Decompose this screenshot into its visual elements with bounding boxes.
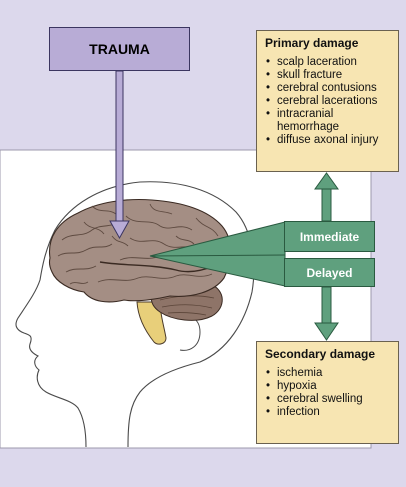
cerebrum (48, 199, 232, 303)
list-item: cerebral swelling (265, 393, 390, 406)
list-item: intracranial hemorrhage (265, 108, 390, 134)
list-item: ischemia (265, 367, 390, 380)
primary-damage-list: scalp laceration skull fracture cerebral… (265, 56, 390, 147)
immediate-label: Immediate (299, 229, 360, 244)
delayed-tag: Delayed (284, 258, 375, 287)
secondary-damage-title: Secondary damage (265, 347, 376, 361)
fan-divider (149, 254, 286, 257)
delayed-label: Delayed (306, 265, 353, 280)
lateral-sulcus (99, 261, 215, 273)
arrow-to-secondary (314, 286, 339, 341)
brainstem (136, 301, 167, 345)
list-item: diffuse axonal injury (265, 134, 390, 147)
primary-damage-title: Primary damage (265, 36, 359, 50)
secondary-damage-list: ischemia hypoxia cerebral swelling infec… (265, 367, 390, 419)
list-item: scalp laceration (265, 56, 390, 69)
immediate-tag: Immediate (284, 221, 375, 252)
secondary-damage-box: Secondary damage ischemia hypoxia cerebr… (256, 341, 399, 444)
timing-fan (149, 221, 286, 287)
list-item: cerebral contusions (265, 82, 390, 95)
trauma-arrow (109, 70, 130, 240)
list-item: hypoxia (265, 380, 390, 393)
list-item: skull fracture (265, 69, 390, 82)
list-item: cerebral lacerations (265, 95, 390, 108)
primary-damage-box: Primary damage scalp laceration skull fr… (256, 30, 399, 172)
trauma-box: TRAUMA (49, 27, 190, 71)
trauma-label: TRAUMA (89, 41, 150, 57)
list-item: infection (265, 406, 390, 419)
